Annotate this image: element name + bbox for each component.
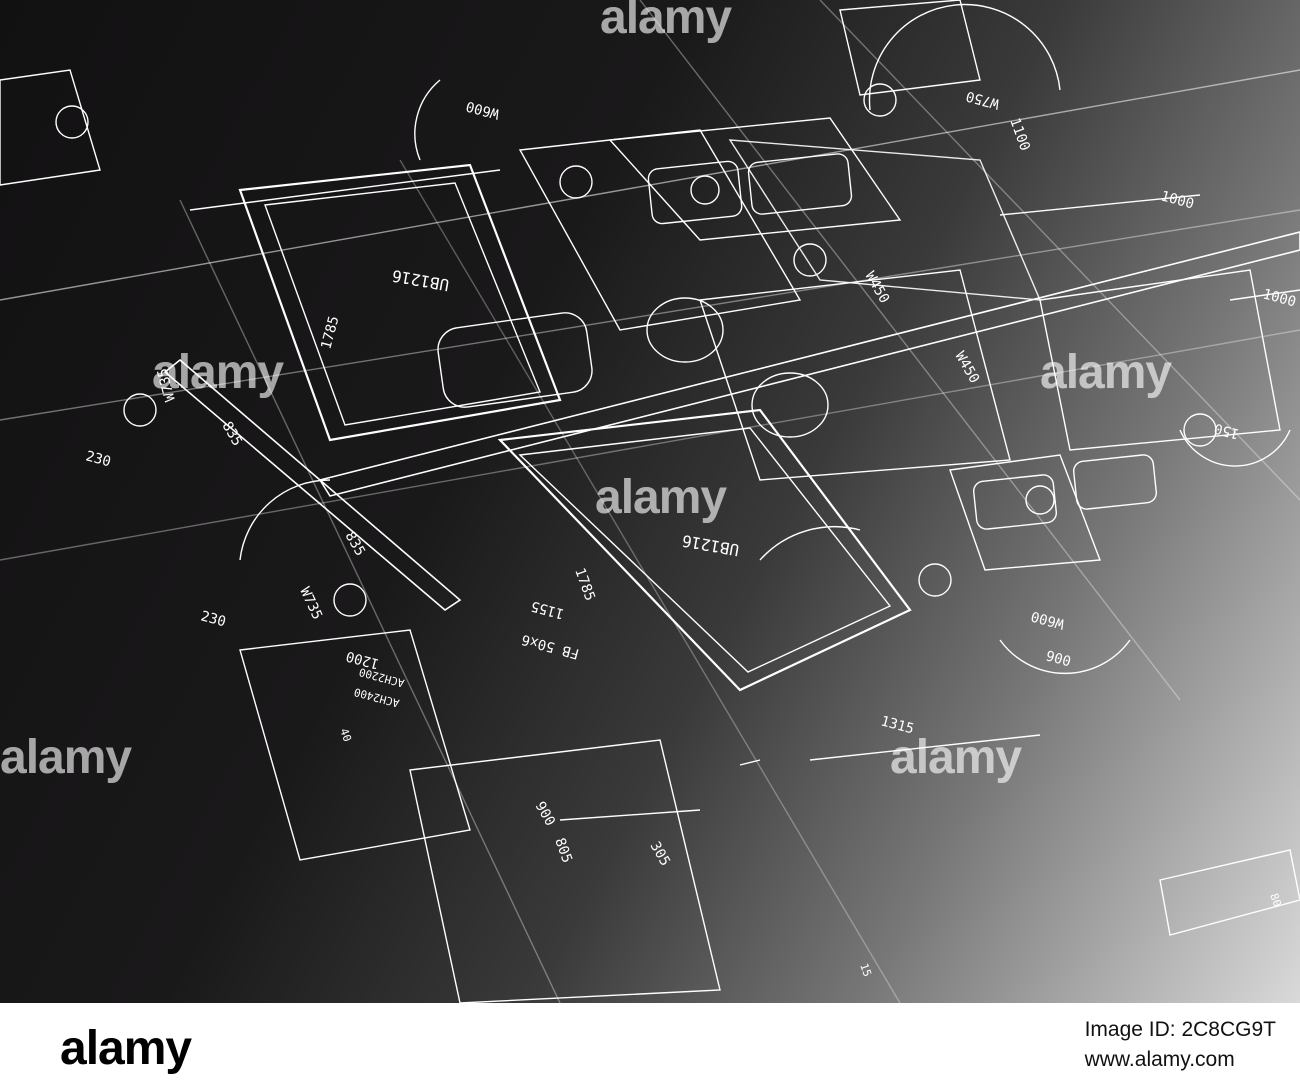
floor-plan-drawing: UB1216 UB1216 1785 1785 835 835 W735 W73… <box>0 0 1300 1003</box>
plan-label: 1785 <box>571 566 598 603</box>
plan-label: FB 50x6 <box>520 631 581 662</box>
alamy-logo: alamy <box>60 1022 192 1075</box>
plan-label: W450 <box>952 349 983 386</box>
plan-label: 835 <box>219 419 246 449</box>
plan-label: 900 <box>532 799 559 829</box>
plan-label: 15 <box>857 962 874 979</box>
plan-label: W600 <box>464 97 501 121</box>
plan-label: 1315 <box>879 713 916 737</box>
plan-label: 40 <box>337 727 354 744</box>
plan-label: W735 <box>296 585 325 622</box>
plan-label: 1100 <box>1006 116 1033 153</box>
plan-label: W750 <box>964 87 1001 111</box>
plan-label: 1000 <box>1159 188 1196 212</box>
plan-label: ACH2200 <box>358 665 406 690</box>
plan-label: 835 <box>342 529 369 559</box>
plan-label: UB1216 <box>390 266 450 295</box>
plan-label: 230 <box>199 608 228 630</box>
image-meta: Image ID: 2C8CG9T www.alamy.com <box>1085 1015 1276 1075</box>
plan-label: 230 <box>84 448 113 470</box>
plan-label: 80 <box>1267 892 1284 909</box>
plan-label: W600 <box>1029 607 1066 631</box>
plan-label: W450 <box>862 269 893 306</box>
plan-label: W735 <box>155 366 179 403</box>
plan-label: 1000 <box>1261 286 1298 310</box>
site-url[interactable]: www.alamy.com <box>1084 1048 1235 1071</box>
blueprint-image: UB1216 UB1216 1785 1785 835 835 W735 W73… <box>0 0 1300 1003</box>
plan-label: 150 <box>1212 420 1241 442</box>
plan-label: 805 <box>551 836 575 865</box>
plan-label: 305 <box>647 839 674 869</box>
image-id: Image ID: 2C8CG9T <box>1084 1018 1276 1041</box>
footer-bar: alamy Image ID: 2C8CG9T www.alamy.com <box>0 1003 1300 1092</box>
plan-label: ACH2400 <box>353 685 401 710</box>
plan-label: UB1216 <box>680 531 740 560</box>
plan-label: 1155 <box>529 597 566 621</box>
plan-label: 1785 <box>318 314 342 351</box>
plan-label: 900 <box>1044 648 1073 670</box>
